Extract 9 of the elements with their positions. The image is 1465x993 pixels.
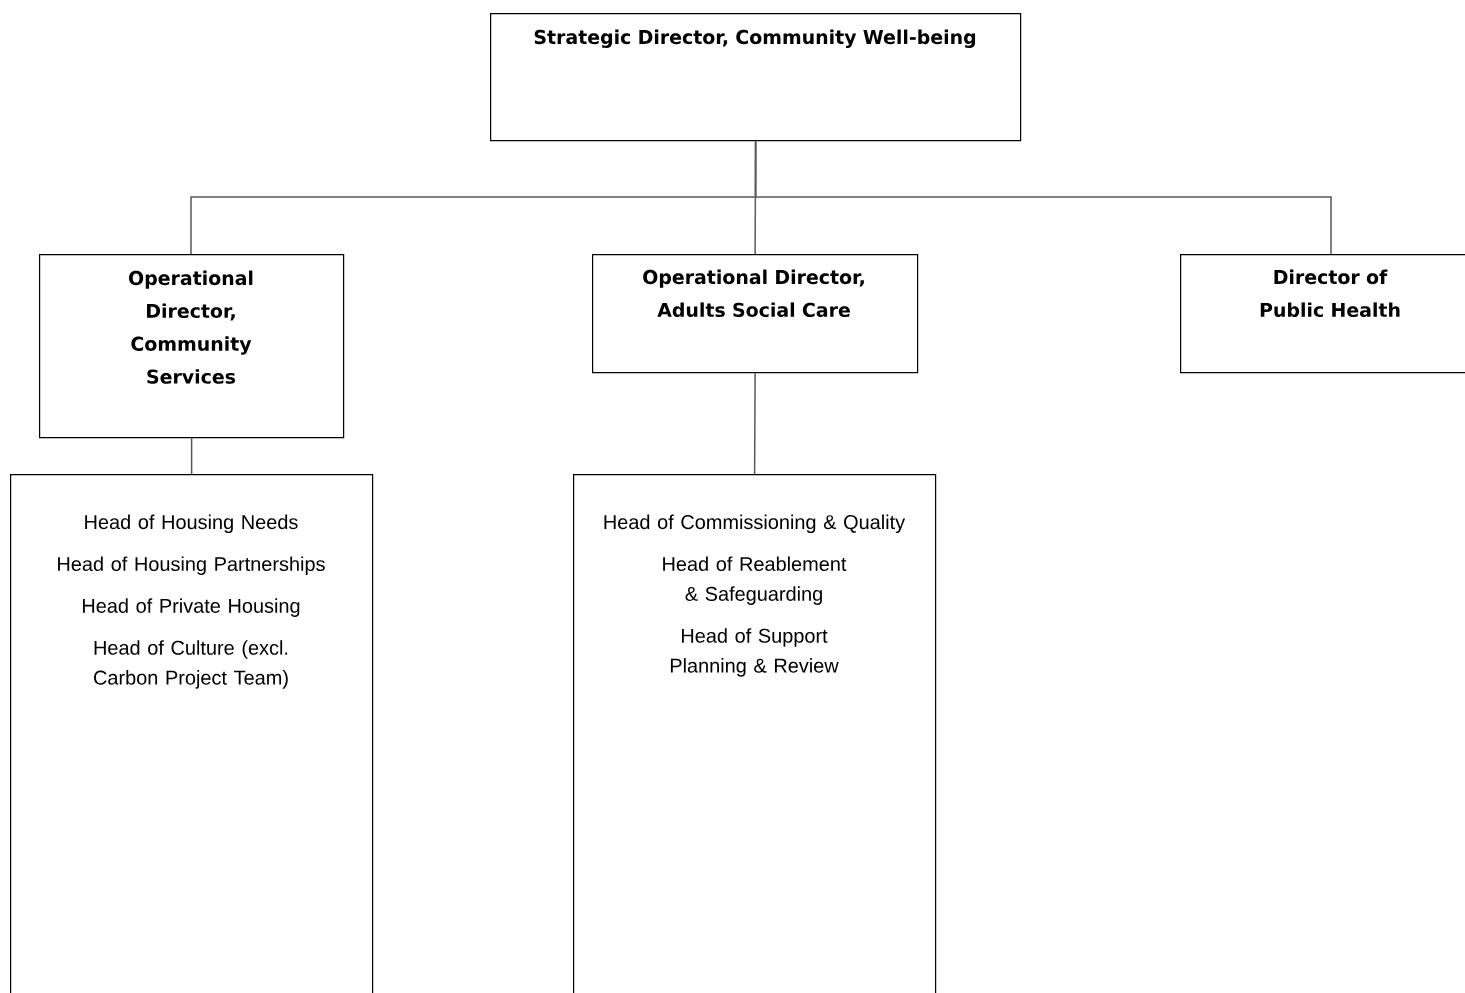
position-box: Director of Public Health [1180,254,1465,374]
group-box: Head of Housing Needs Head of Housing Partnerships Head of Private Housing Head of Culture (excl. Carbon Project Team) [10,474,374,993]
connector-line [753,372,756,475]
connector-line [754,140,1332,255]
position-box: Operational Director, Adults Social Care [592,254,919,374]
position-box: Operational Director, Community Services [39,254,345,439]
group-box: Head of Commissioning & Quality Head of Reablement & Safeguarding Head of Support Planning & Review [573,474,937,993]
position-box: Strategic Director, Community Well-being [490,13,1022,142]
connector-line [190,437,193,475]
